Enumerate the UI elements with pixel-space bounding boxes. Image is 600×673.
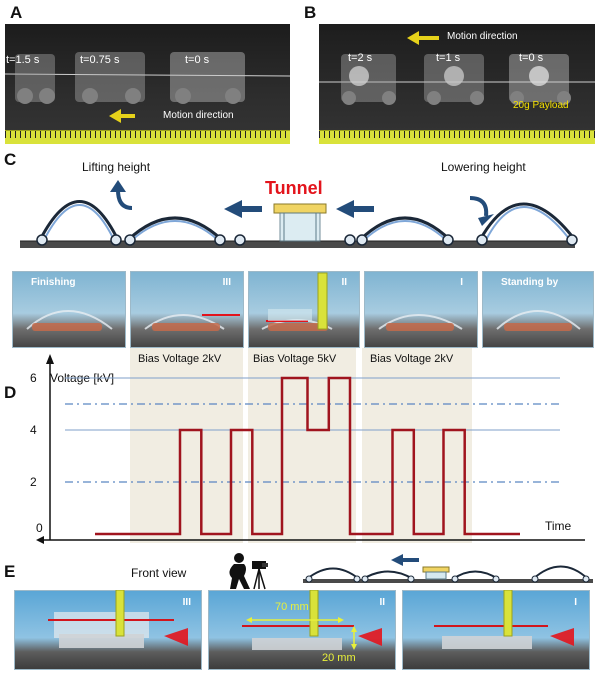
panel-b-robot-frames bbox=[319, 31, 595, 105]
bias-label-1: Bias Voltage 2kV bbox=[138, 353, 222, 365]
frame-i: I bbox=[364, 271, 478, 348]
tunnel-label: Tunnel bbox=[265, 178, 323, 198]
panel-label-a: A bbox=[10, 3, 23, 22]
front-view-label: Front view bbox=[131, 566, 187, 580]
lifting-height-label: Lifting height bbox=[82, 160, 151, 174]
frame-robots-overlay bbox=[26, 272, 581, 331]
panel-b-payload-label: 20g Payload bbox=[513, 100, 569, 111]
voltage-chart: 0 2 4 6 bbox=[30, 354, 585, 544]
robot-wheels bbox=[36, 234, 578, 246]
bias-label-2: Bias Voltage 5kV bbox=[253, 353, 337, 365]
panel-label-b: B bbox=[304, 3, 317, 22]
panel-a-robot-frames bbox=[5, 52, 290, 123]
width-dimension-label: 70 mm bbox=[275, 601, 309, 613]
y-tick-label-2: 2 bbox=[30, 475, 37, 489]
panel-label-c: C bbox=[4, 150, 17, 169]
voltage-trace bbox=[95, 376, 520, 536]
panel-b-time-1: t=2 s bbox=[348, 52, 373, 64]
bias-band-3 bbox=[362, 348, 472, 543]
y-tick-label-0: 0 bbox=[36, 521, 43, 535]
ground-track bbox=[20, 241, 575, 248]
x-axis-label: Time bbox=[545, 519, 572, 533]
front-frame-ii: II bbox=[208, 590, 396, 670]
y-tick-label-6: 6 bbox=[30, 371, 37, 385]
panel-b-ruler bbox=[319, 130, 595, 144]
bias-band-1 bbox=[130, 348, 243, 543]
height-dimension-label: 20 mm bbox=[322, 652, 356, 664]
x-axis-arrow bbox=[36, 536, 44, 544]
panel-label-d: D bbox=[4, 383, 17, 402]
lifting-arrow bbox=[116, 189, 133, 210]
frame-iii: III bbox=[130, 271, 244, 348]
panel-b-motion-direction: Motion direction bbox=[447, 31, 518, 42]
robot-arches bbox=[38, 200, 577, 242]
lowering-height-label: Lowering height bbox=[441, 160, 526, 174]
frame-finishing: Finishing bbox=[12, 271, 126, 348]
panel-b-time-2: t=1 s bbox=[436, 52, 461, 64]
tunnel-structure bbox=[273, 203, 327, 242]
front-frames-overlay bbox=[48, 590, 574, 650]
panel-a-time-1: t=1.5 s bbox=[6, 54, 40, 66]
bias-label-3: Bias Voltage 2kV bbox=[370, 353, 454, 365]
panel-a-time-2: t=0.75 s bbox=[80, 54, 120, 66]
panel-a-ruler bbox=[5, 130, 290, 144]
panel-a-motion-direction: Motion direction bbox=[163, 110, 234, 121]
y-tick-label-4: 4 bbox=[30, 423, 37, 437]
panel-label-e: E bbox=[4, 562, 16, 581]
panel-b-photo: Motion direction t=2 s t=1 s t=0 s 20g P… bbox=[319, 24, 595, 144]
motion-arrows bbox=[224, 200, 374, 218]
camera-operator-icon bbox=[229, 553, 268, 590]
panel-c-gait-diagram bbox=[20, 180, 578, 248]
panel-e-gait-diagram bbox=[303, 554, 593, 583]
panel-a-photo: t=1.5 s t=0.75 s t=0 s Motion direction bbox=[5, 24, 290, 144]
bias-band-2 bbox=[248, 348, 356, 543]
panel-a-time-3: t=0 s bbox=[185, 54, 210, 66]
front-frame-i: I bbox=[402, 590, 590, 670]
lowering-arrow bbox=[469, 196, 489, 217]
panel-b-time-3: t=0 s bbox=[519, 52, 544, 64]
y-axis-arrow bbox=[46, 354, 54, 364]
frame-standing-by: Standing by bbox=[482, 271, 594, 348]
